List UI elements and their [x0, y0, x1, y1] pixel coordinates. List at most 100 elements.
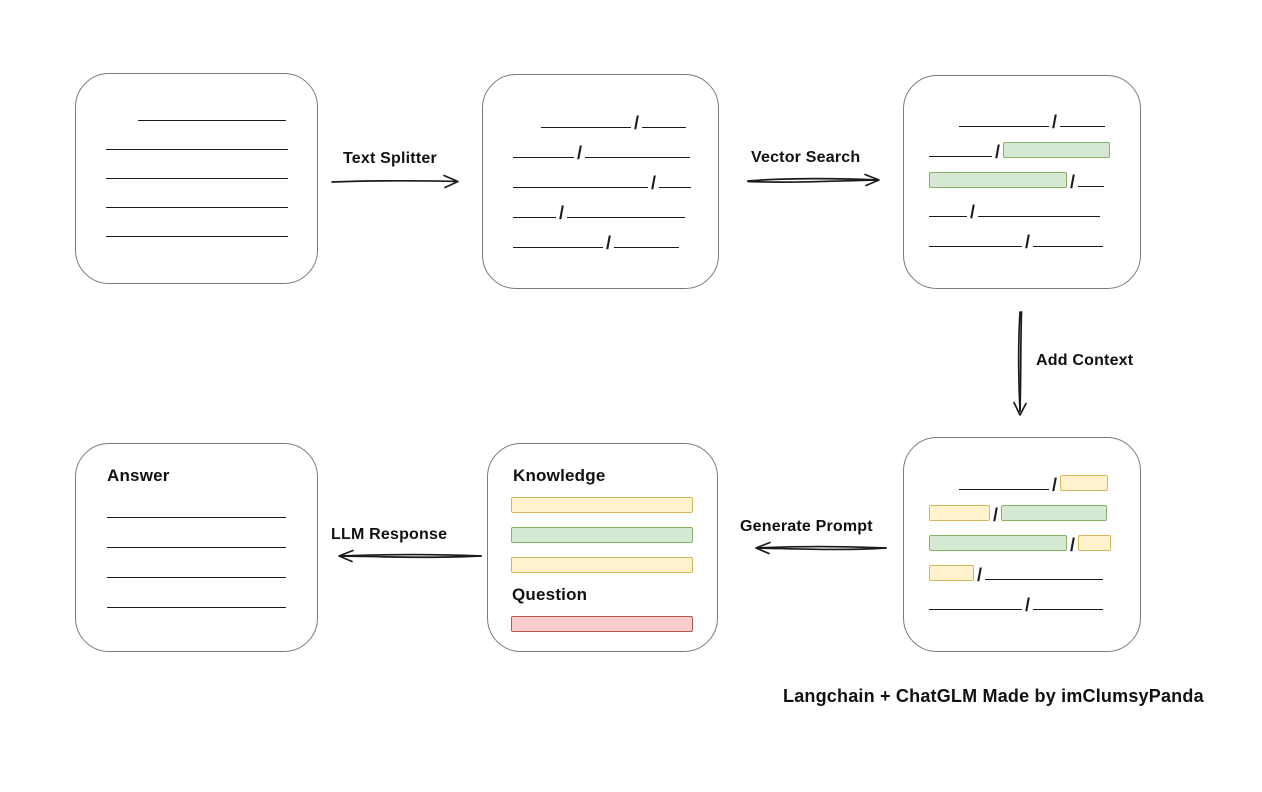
text-line [1033, 246, 1104, 247]
text-line [985, 579, 1104, 580]
text-line [107, 577, 286, 578]
text-line [107, 517, 286, 518]
text-line [513, 247, 603, 248]
text-line [106, 149, 288, 150]
slash-separator: / [970, 202, 976, 222]
chunk-row: / [513, 129, 691, 163]
text-splitter-label: Text Splitter [343, 150, 437, 167]
slash-separator: / [995, 142, 1001, 162]
chunk-row [107, 549, 286, 579]
chunk-rows: / / / / / [929, 461, 1112, 615]
chunk-row [107, 519, 286, 549]
text-line [513, 157, 574, 158]
knowledge-label: Knowledge [513, 466, 606, 485]
chunk-row: / [929, 581, 1111, 615]
slash-separator: / [977, 565, 983, 585]
text-line [959, 489, 1049, 490]
text-line [929, 156, 992, 157]
text-line [659, 187, 692, 188]
add-context-arrow-icon [1013, 311, 1027, 416]
chunk-row [106, 180, 288, 209]
text-line [642, 127, 687, 128]
text-line [138, 120, 286, 121]
question-bars [511, 616, 693, 646]
text-line [106, 236, 288, 237]
yellow-bar [511, 497, 693, 513]
question-label: Question [512, 585, 588, 604]
text-line [513, 187, 648, 188]
chunk-row [106, 209, 288, 238]
chunk-row: / [929, 551, 1111, 585]
vector-search-label: Vector Search [751, 149, 861, 166]
green-chunk [929, 535, 1067, 551]
slash-separator: / [993, 505, 999, 525]
yellow-chunk [929, 505, 990, 521]
answer-label: Answer [107, 466, 170, 485]
split-chunks-box: / / / / / [482, 74, 719, 289]
text-line [978, 216, 1101, 217]
answer-box: Answer [75, 443, 318, 652]
knowledge-bars [511, 497, 693, 587]
chunk-row: / [929, 188, 1110, 222]
yellow-chunk [1078, 535, 1112, 551]
chunk-row: / [929, 98, 1110, 132]
text-line [929, 216, 967, 217]
chunk-row: / [929, 158, 1110, 192]
slash-separator: / [634, 113, 640, 133]
chunk-row: / [929, 491, 1111, 525]
text-line [1060, 126, 1106, 127]
source-document-box [75, 73, 318, 284]
slash-separator: / [577, 143, 583, 163]
chunk-row [106, 122, 288, 151]
chunk-row: / [929, 521, 1112, 555]
add-context-label: Add Context [1036, 352, 1134, 369]
chunk-row: / [513, 219, 691, 253]
text-line [541, 127, 631, 128]
yellow-chunk [1060, 475, 1109, 491]
chunk-row: / [513, 99, 691, 133]
text-line [614, 247, 680, 248]
chunk-row: / [929, 128, 1111, 162]
slash-separator: / [1025, 232, 1031, 252]
text-line [585, 157, 691, 158]
yellow-bar [511, 557, 693, 573]
diagram-caption: Langchain + ChatGLM Made by imClumsyPand… [783, 686, 1204, 706]
text-line [107, 547, 286, 548]
green-chunk [1003, 142, 1111, 158]
generate-prompt-arrow-icon [755, 541, 887, 555]
text-splitter-arrow-icon [331, 174, 459, 189]
chunk-row: / [513, 159, 692, 193]
prompt-box: Knowledge Question [487, 443, 718, 652]
text-line [1033, 609, 1104, 610]
slash-separator: / [1052, 475, 1058, 495]
chunk-row: / [929, 218, 1110, 252]
slash-separator: / [1052, 112, 1058, 132]
slash-separator: / [1070, 535, 1076, 555]
slash-separator: / [1025, 595, 1031, 615]
slash-separator: / [606, 233, 612, 253]
chunk-row [106, 151, 288, 180]
green-chunk [1001, 505, 1108, 521]
chunk-rows: / / / / / [513, 99, 692, 253]
slash-separator: / [559, 203, 565, 223]
text-line [1078, 186, 1105, 187]
chunk-row: / [513, 189, 691, 223]
text-line [567, 217, 686, 218]
green-chunk [929, 172, 1067, 188]
slash-separator: / [1070, 172, 1076, 192]
green-bar [511, 527, 693, 543]
document-lines [106, 93, 288, 238]
chunk-row [106, 93, 288, 122]
text-line [106, 178, 288, 179]
text-line [959, 126, 1049, 127]
text-line [513, 217, 556, 218]
vector-search-arrow-icon [747, 173, 880, 187]
slash-separator: / [651, 173, 657, 193]
context-chunks-box: / / / / / [903, 437, 1141, 652]
red-bar [511, 616, 693, 632]
vector-matched-chunks-box: / / / / / [903, 75, 1141, 289]
llm-response-label: LLM Response [331, 526, 448, 543]
chunk-row [107, 579, 286, 609]
text-line [929, 609, 1022, 610]
chunk-row [107, 489, 286, 519]
